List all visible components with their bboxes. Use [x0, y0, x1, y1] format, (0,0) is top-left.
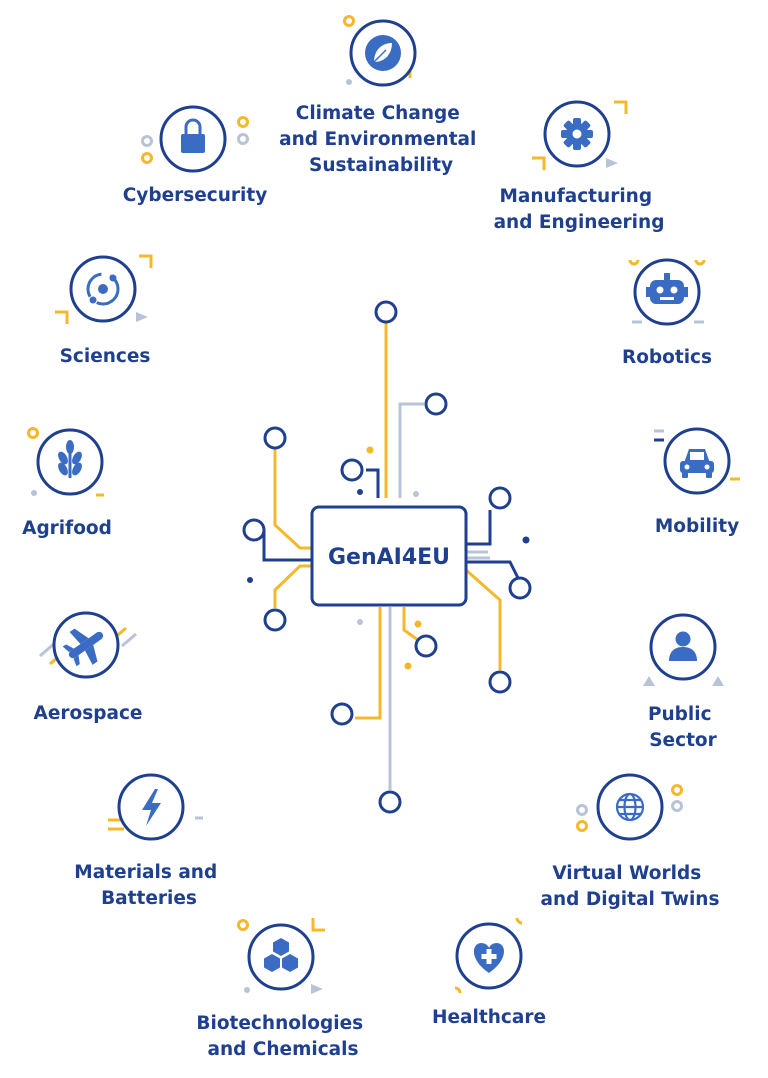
- sector-climate: Climate Change and Environmental Sustain…: [279, 15, 483, 176]
- circuit-traces: [262, 322, 520, 790]
- sector-label: Batteries: [101, 888, 197, 909]
- svg-text:Materials and Batteries: Materials and Batteries: [74, 862, 223, 909]
- sector-label: Cybersecurity: [123, 185, 268, 206]
- svg-text:Agrifood: Agrifood: [22, 518, 112, 539]
- sector-biotech: Biotechnologies and Chemicals: [196, 918, 369, 1060]
- sector-sciences: Sciences: [55, 254, 153, 367]
- decorations: [27, 427, 104, 497]
- decorations: [628, 259, 706, 324]
- car-icon: [680, 449, 714, 478]
- gear-icon: [561, 118, 593, 150]
- sector-agrifood: Agrifood: [22, 427, 112, 539]
- lock-icon: [181, 118, 205, 153]
- sector-public: Public Sector: [643, 613, 724, 751]
- decorations: [454, 917, 523, 994]
- svg-text:Robotics: Robotics: [622, 347, 712, 368]
- lightning-icon: [142, 789, 161, 826]
- robot-icon: [646, 273, 688, 304]
- sector-label: Sciences: [60, 346, 151, 367]
- sector-label: and Engineering: [494, 212, 665, 233]
- sector-materials: Materials and Batteries: [74, 773, 223, 909]
- sector-robotics: Robotics: [622, 258, 712, 368]
- svg-text:Manufacturing and Engine: Manufacturing and Engineering: [494, 186, 665, 233]
- sector-label: Agrifood: [22, 518, 112, 539]
- sector-label: Aerospace: [34, 703, 143, 724]
- heart-plus-icon: [473, 943, 505, 973]
- sector-label: and Environmental: [279, 129, 476, 150]
- decorations: [654, 429, 740, 481]
- sector-label: and Digital Twins: [541, 889, 720, 910]
- sector-mobility: Mobility: [654, 427, 740, 537]
- atom-icon: [86, 272, 120, 306]
- sector-virtual: Virtual Worlds and Digital Twins: [541, 773, 720, 910]
- hub-label: GenAI4EU: [328, 545, 450, 570]
- svg-text:Sciences: Sciences: [60, 346, 151, 367]
- sector-manufacturing: Manufacturing and Engineering: [494, 100, 665, 233]
- sector-label: Climate Change: [296, 103, 460, 124]
- circuit-nodes: [242, 300, 532, 814]
- sector-ring: [247, 923, 315, 991]
- svg-text:Climate Change and Envir: Climate Change and Environmental Sustain…: [279, 103, 483, 176]
- svg-text:Public Sector: Public Sector: [648, 704, 718, 751]
- sector-health: Healthcare: [432, 917, 546, 1028]
- sector-cyber: Cybersecurity: [123, 105, 268, 206]
- svg-text:Aerospace: Aerospace: [34, 703, 143, 724]
- sector-label: Sector: [649, 730, 717, 751]
- svg-text:Virtual Worlds and Digit: Virtual Worlds and Digital Twins: [541, 863, 720, 910]
- sector-label: Sustainability: [309, 155, 453, 176]
- hexagons-icon: [264, 938, 298, 972]
- globe-icon: [615, 792, 645, 822]
- hub-box: GenAI4EU: [310, 505, 468, 607]
- decorations: [55, 254, 153, 324]
- person-icon: [669, 631, 697, 661]
- svg-text:Healthcare: Healthcare: [432, 1007, 546, 1028]
- sector-label: Mobility: [655, 516, 739, 537]
- decorations: [576, 784, 683, 832]
- wheat-icon: [58, 440, 82, 478]
- sector-label: and Chemicals: [207, 1039, 358, 1060]
- svg-text:Biotechnologies and Chem: Biotechnologies and Chemicals: [196, 1013, 369, 1060]
- sector-label: Materials and: [74, 862, 217, 883]
- decorations: [237, 918, 325, 994]
- decorations: [141, 116, 249, 164]
- sector-label: Healthcare: [432, 1007, 546, 1028]
- sector-aerospace: Aerospace: [34, 611, 143, 724]
- sector-label: Manufacturing: [499, 186, 652, 207]
- leaf-icon: [365, 35, 401, 71]
- sector-label: Virtual Worlds: [552, 863, 701, 884]
- circuit-dots: [247, 446, 530, 670]
- sector-label: Biotechnologies: [196, 1013, 363, 1034]
- svg-text:Mobility: Mobility: [655, 516, 739, 537]
- sector-label: Robotics: [622, 347, 712, 368]
- sector-label: Public: [648, 704, 712, 725]
- svg-text:Cybersecurity: Cybersecurity: [123, 185, 268, 206]
- decorations: [532, 100, 628, 170]
- airplane-icon: [62, 628, 104, 667]
